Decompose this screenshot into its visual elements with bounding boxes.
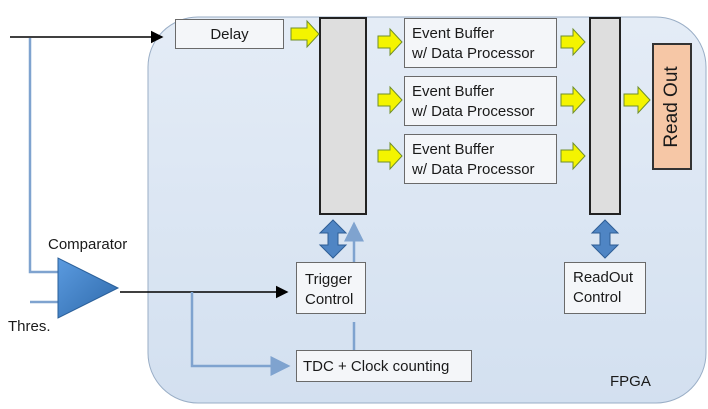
event-buffer-2-line1: Event Buffer [412, 83, 495, 100]
readout-control-box: ReadOut Control [564, 262, 646, 314]
input-to-comparator-line [28, 38, 60, 274]
readout-bus-double-arrow [590, 219, 620, 259]
event-buffer-3-line1: Event Buffer [412, 141, 495, 158]
trigger-control-line2: Control [305, 291, 354, 308]
readout-control-line2: Control [573, 289, 622, 306]
readout-control-line1: ReadOut [573, 269, 634, 286]
trigger-control-line1: Trigger [305, 271, 352, 288]
event-buffer-3: Event Buffer w/ Data Processor [404, 134, 557, 184]
fpga-label: FPGA [610, 373, 651, 390]
event-buffer-1: Event Buffer w/ Data Processor [404, 18, 557, 68]
thres-label: Thres. [8, 318, 51, 335]
tdc-clock-box: TDC + Clock counting [296, 350, 472, 382]
comparator-to-tdc-line [190, 292, 291, 376]
arrow-bus-to-buffer-1 [377, 27, 403, 57]
event-buffer-2: Event Buffer w/ Data Processor [404, 76, 557, 126]
comparator-label: Comparator [48, 236, 128, 253]
tdc-label: TDC + Clock counting [303, 357, 450, 375]
arrow-delay-to-bus [290, 19, 320, 49]
fpga-region [147, 16, 707, 404]
yellow-arrows [290, 19, 651, 171]
delay-label: Delay [210, 25, 249, 43]
event-buffer-1-line2: w/ Data Processor [412, 45, 535, 62]
event-buffer-2-line2: w/ Data Processor [412, 103, 535, 120]
arrow-bus-to-readout [623, 85, 651, 115]
arrow-buffer-1-to-bus [560, 27, 586, 57]
readout-bus [589, 17, 621, 215]
arrow-buffer-2-to-bus [560, 85, 586, 115]
read-out-box: Read Out [652, 43, 692, 170]
event-buffer-3-line2: w/ Data Processor [412, 161, 535, 178]
read-out-label: Read Out [661, 65, 682, 148]
trigger-bus [319, 17, 367, 215]
delay-box: Delay [175, 19, 284, 49]
trigger-control-box: Trigger Control [296, 262, 366, 314]
arrow-bus-to-buffer-2 [377, 85, 403, 115]
arrow-bus-to-buffer-3 [377, 141, 403, 171]
event-buffer-1-line1: Event Buffer [412, 25, 495, 42]
blue-double-arrows [318, 219, 620, 259]
arrow-buffer-3-to-bus [560, 141, 586, 171]
trigger-bus-double-arrow [318, 219, 348, 259]
comparator-triangle [57, 257, 120, 319]
